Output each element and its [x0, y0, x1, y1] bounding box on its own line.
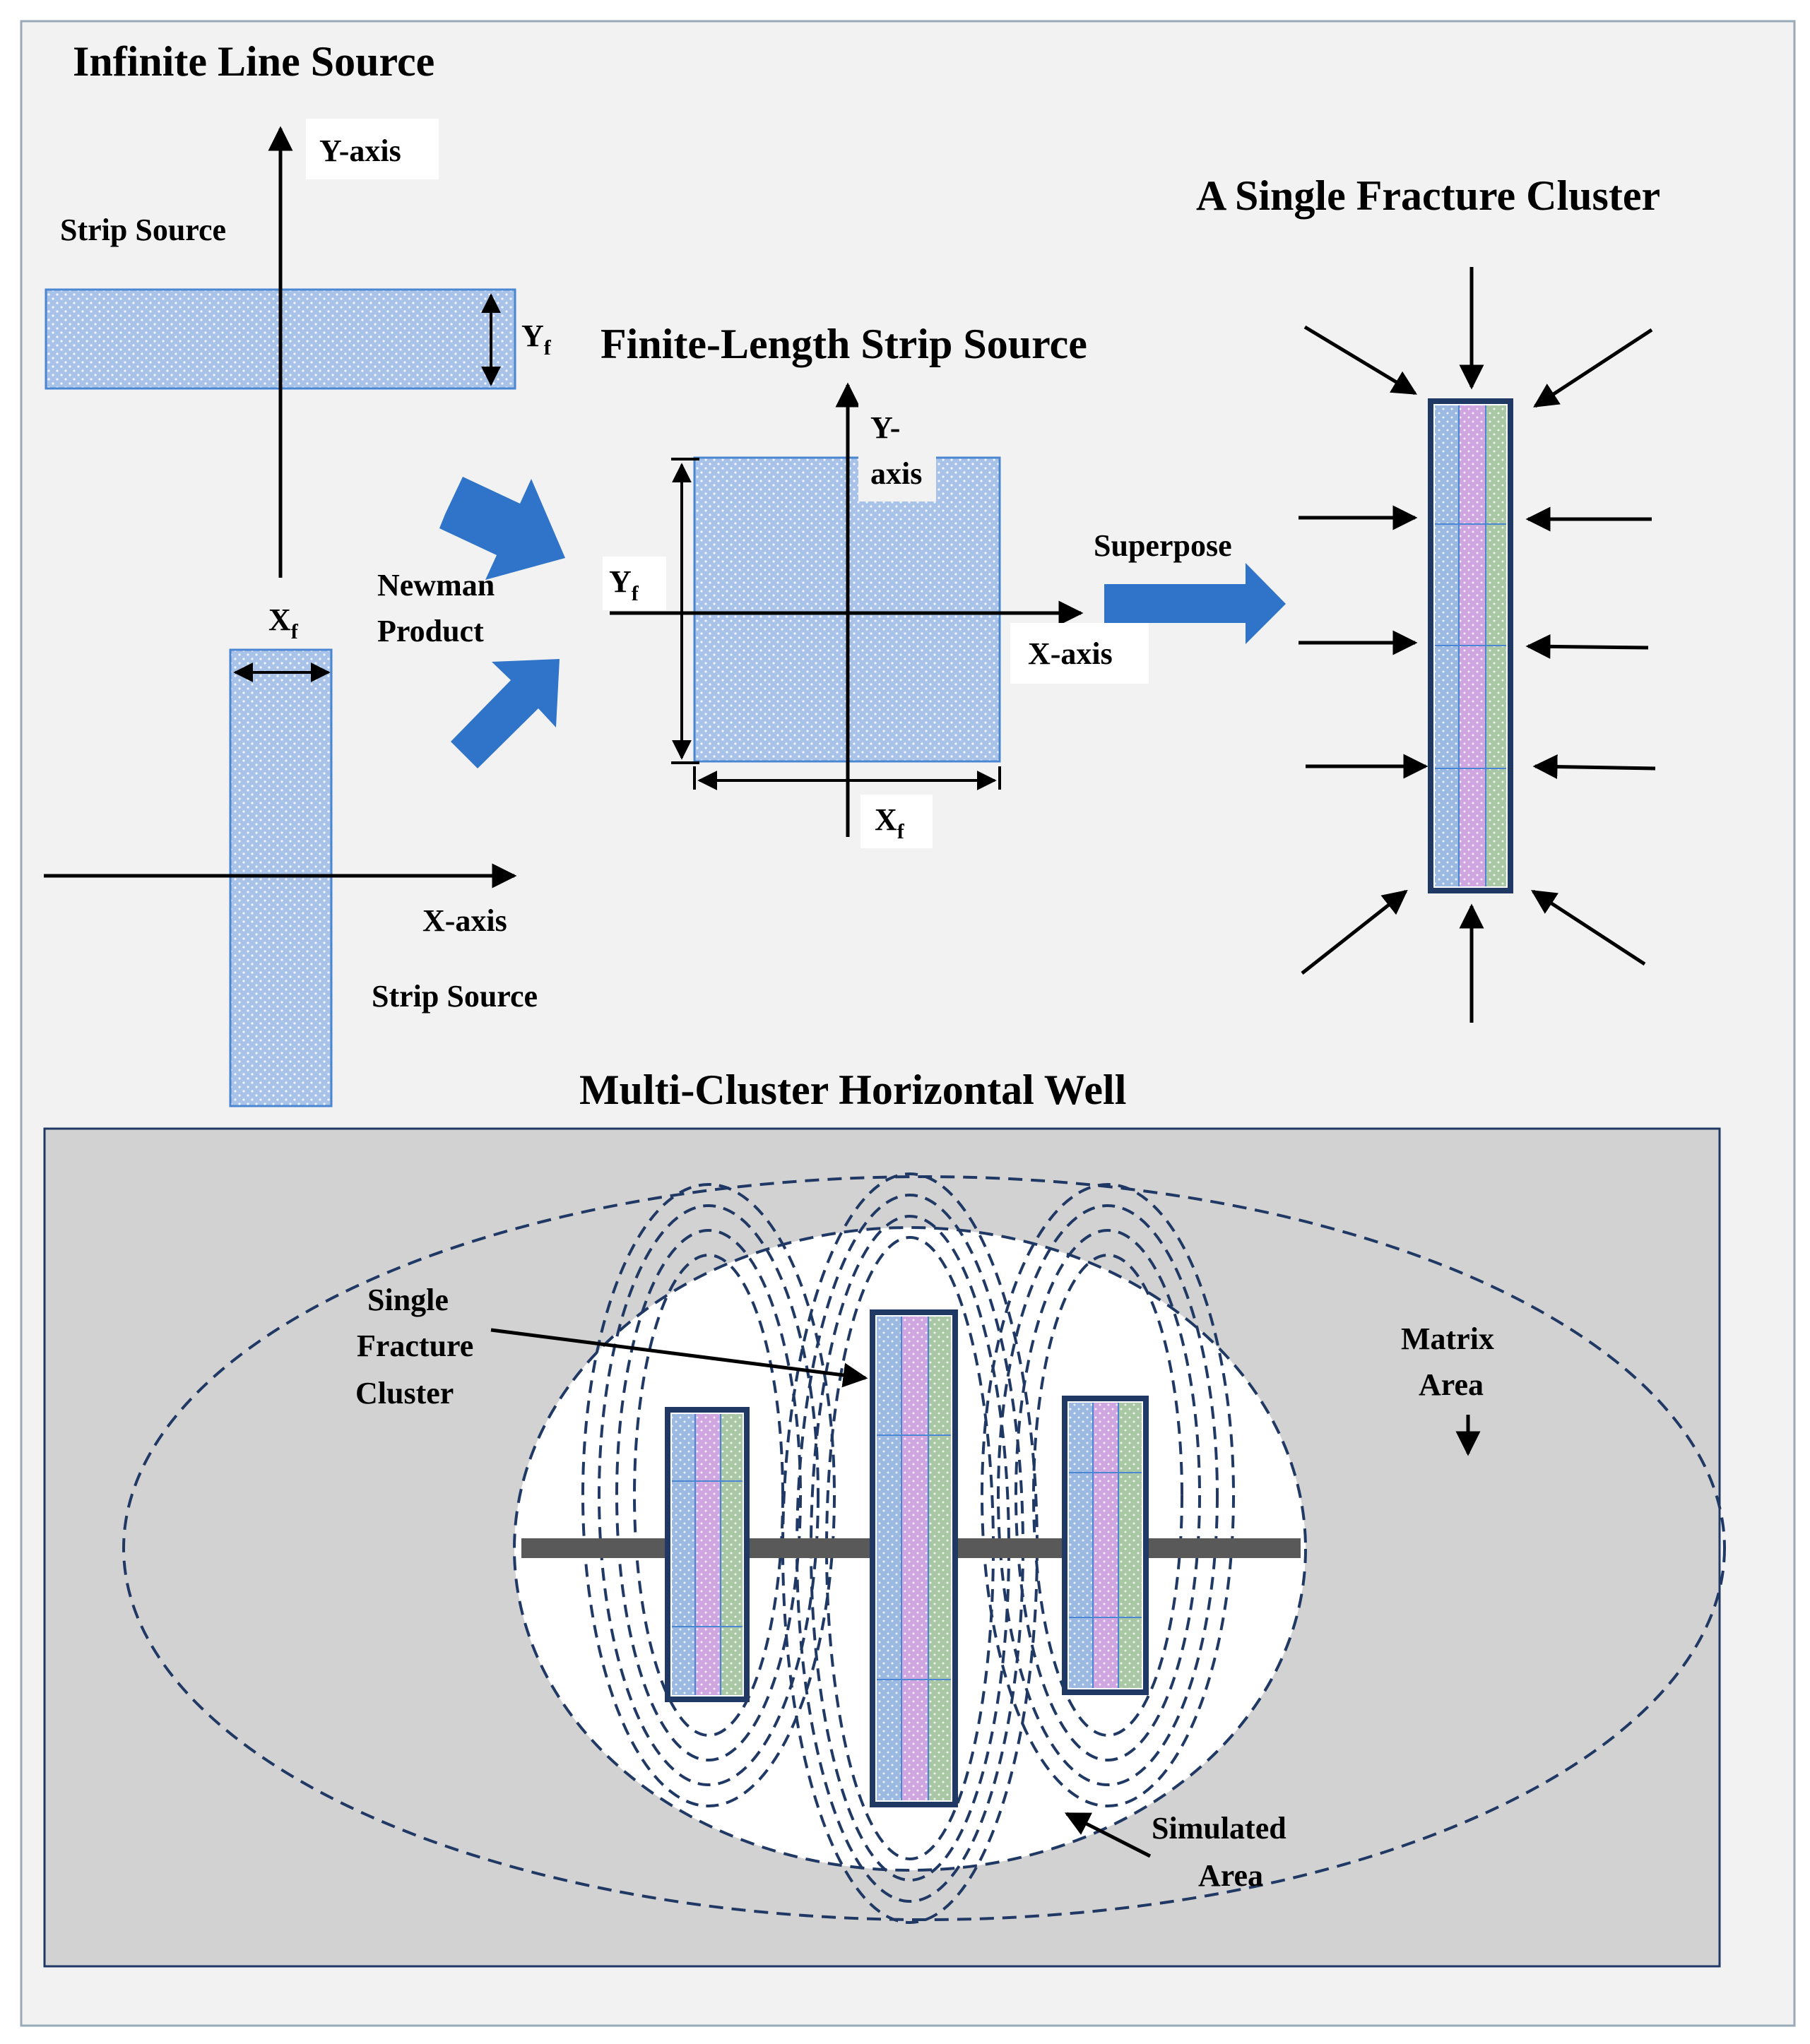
vertical-strip-source	[229, 648, 333, 1107]
infinite-line-source-title: Infinite Line Source	[73, 38, 434, 85]
outer-boundary-ellipse	[122, 1175, 1726, 1921]
strip-source-label-top: Strip Source	[60, 213, 226, 247]
newman-arrow-upper	[439, 477, 565, 580]
newman-arrow-lower	[451, 659, 560, 768]
matrix-area-label-line1: Matrix	[1401, 1321, 1494, 1356]
fracture-cluster-left	[665, 1407, 750, 1702]
newman-label-line1: Newman	[377, 568, 495, 602]
matrix-area-label-line2: Area	[1419, 1367, 1484, 1402]
fracture-cluster-right	[1062, 1396, 1149, 1695]
single-fracture-cluster-label-line3: Cluster	[355, 1376, 454, 1410]
finite-yf-label-box	[603, 557, 666, 610]
single-fracture-cluster	[1428, 398, 1513, 893]
finite-strip-source-title: Finite-Length Strip Source	[601, 321, 1087, 367]
finite-xf-label-box	[860, 795, 933, 848]
simulated-area-pointer	[1064, 1812, 1152, 1858]
finite-y-axis-label-box	[858, 403, 936, 501]
fracture-cluster-middle	[870, 1309, 958, 1807]
flow-arrows	[1299, 267, 1656, 1023]
single-fracture-cluster-label-line2: Fracture	[357, 1329, 473, 1363]
finite-x-axis-label-box	[1010, 623, 1149, 684]
finite-xf-label: Xf	[875, 802, 905, 843]
finite-y-axis-label-line1: Y-	[870, 410, 900, 445]
single-fracture-cluster-label-line1: Single	[367, 1283, 449, 1317]
single-fracture-cluster-pointer	[490, 1328, 868, 1388]
multi-cluster-well-title: Multi-Cluster Horizontal Well	[579, 1066, 1126, 1113]
finite-yf-label: Yf	[609, 564, 639, 605]
simulated-area-label-line1: Simulated	[1152, 1811, 1286, 1846]
simulated-area-label-line2: Area	[1198, 1858, 1263, 1893]
superpose-arrow	[1104, 563, 1286, 644]
newman-label-line2: Product	[377, 614, 484, 648]
superpose-label: Superpose	[1094, 528, 1232, 563]
finite-y-axis-label-line2: axis	[870, 456, 922, 491]
strip-source-label-bottom: Strip Source	[372, 979, 538, 1014]
xf-label-left: Xf	[268, 602, 299, 643]
single-fracture-cluster-title: A Single Fracture Cluster	[1196, 172, 1660, 219]
x-axis-label: X-axis	[422, 903, 507, 938]
y-axis-label-box	[306, 119, 439, 179]
yf-label-top: Yf	[521, 319, 552, 360]
finite-x-axis-label: X-axis	[1028, 636, 1113, 671]
y-axis-label: Y-axis	[319, 133, 401, 168]
